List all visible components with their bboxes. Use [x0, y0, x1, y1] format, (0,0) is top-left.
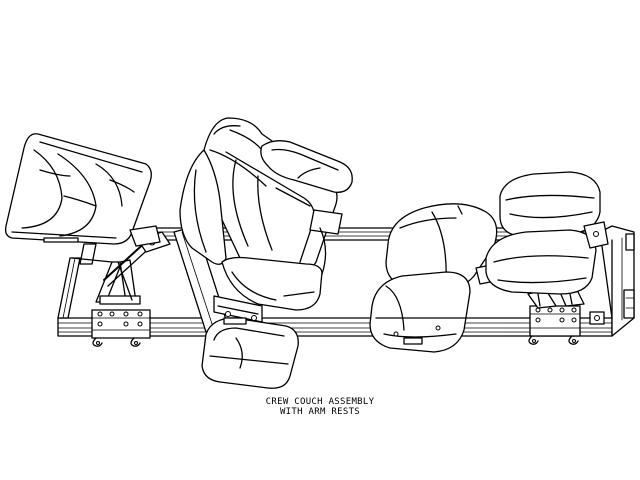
right-rail-clamp	[528, 288, 584, 344]
center-couch-seat	[174, 118, 352, 388]
left-rail-clamp	[92, 310, 150, 346]
drawing-caption: CREW COUCH ASSEMBLY WITH ARM RESTS	[220, 397, 420, 417]
split-cushion-seat	[370, 204, 500, 352]
caption-line-1: CREW COUCH ASSEMBLY	[265, 397, 375, 407]
right-seat	[486, 172, 608, 306]
caption-line-2: WITH ARM RESTS	[279, 407, 361, 417]
left-seat-cushion	[6, 134, 160, 264]
